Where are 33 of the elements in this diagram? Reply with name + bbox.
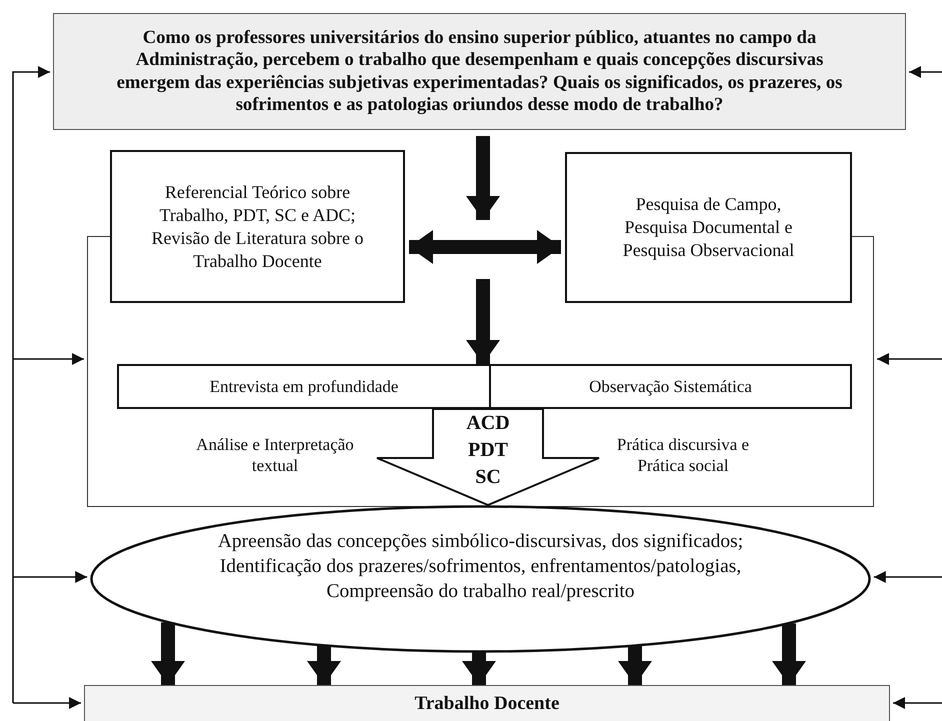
feedback-arrow (877, 353, 942, 365)
ellipse-shape (90, 505, 871, 653)
result-box (84, 685, 890, 721)
process-box (110, 150, 405, 303)
block-arrow (409, 230, 561, 264)
feedback-arrow (874, 571, 942, 583)
split-box (117, 364, 852, 409)
edge-label: ACD PDT SC (465, 411, 511, 490)
block-arrow (618, 646, 652, 685)
feedback-arrow (909, 66, 942, 78)
block-arrow (466, 136, 500, 220)
side-label: Prática discursiva e Prática social (616, 434, 750, 476)
block-arrow (151, 622, 185, 685)
block-arrow (307, 646, 341, 685)
method-text: Observação Sistemática (588, 376, 753, 398)
question-text: Como os professores universitários do ensino superior público, atuantes no campo da Administração, percebem o trabalho que desempenham e quais concepções discursivas emergem das experiências subjetivas experimentadas? Quais os significados, os prazeres, os sofrimentos e as patologias oriundos desse modo de trabalho? (116, 26, 844, 116)
process-box (565, 152, 852, 303)
method-text: Entrevista em profundidade (119, 366, 491, 407)
block-arrow (466, 279, 500, 364)
side-label: Análise e Interpretação textual (195, 434, 355, 476)
block-arrow (462, 652, 496, 685)
block-arrow (772, 623, 806, 685)
feedback-arrow (13, 697, 81, 709)
result-title: Trabalho Docente (414, 693, 560, 715)
box-text: Pesquisa de Campo, Pesquisa Documental e Pesquisa Observacional (622, 193, 796, 262)
feedback-arrow (13, 353, 84, 365)
hollow-arrow (376, 408, 600, 506)
box-text: Referencial Teórico sobre Trabalho, PDT, SC e ADC; Revisão de Literatura sobre o Trabalho Docente (150, 180, 364, 272)
feedback-arrow (12, 66, 50, 703)
question-box (53, 13, 906, 130)
feedback-arrow (893, 697, 942, 709)
result-text: Apreensão das concepções simbólico-discursivas, dos significados; Identificação dos prazeres/sofrimentos, enfrentamentos/patologias, Compreensão do trabalho real/prescrito (216, 530, 744, 604)
feedback-arrow (13, 571, 88, 583)
